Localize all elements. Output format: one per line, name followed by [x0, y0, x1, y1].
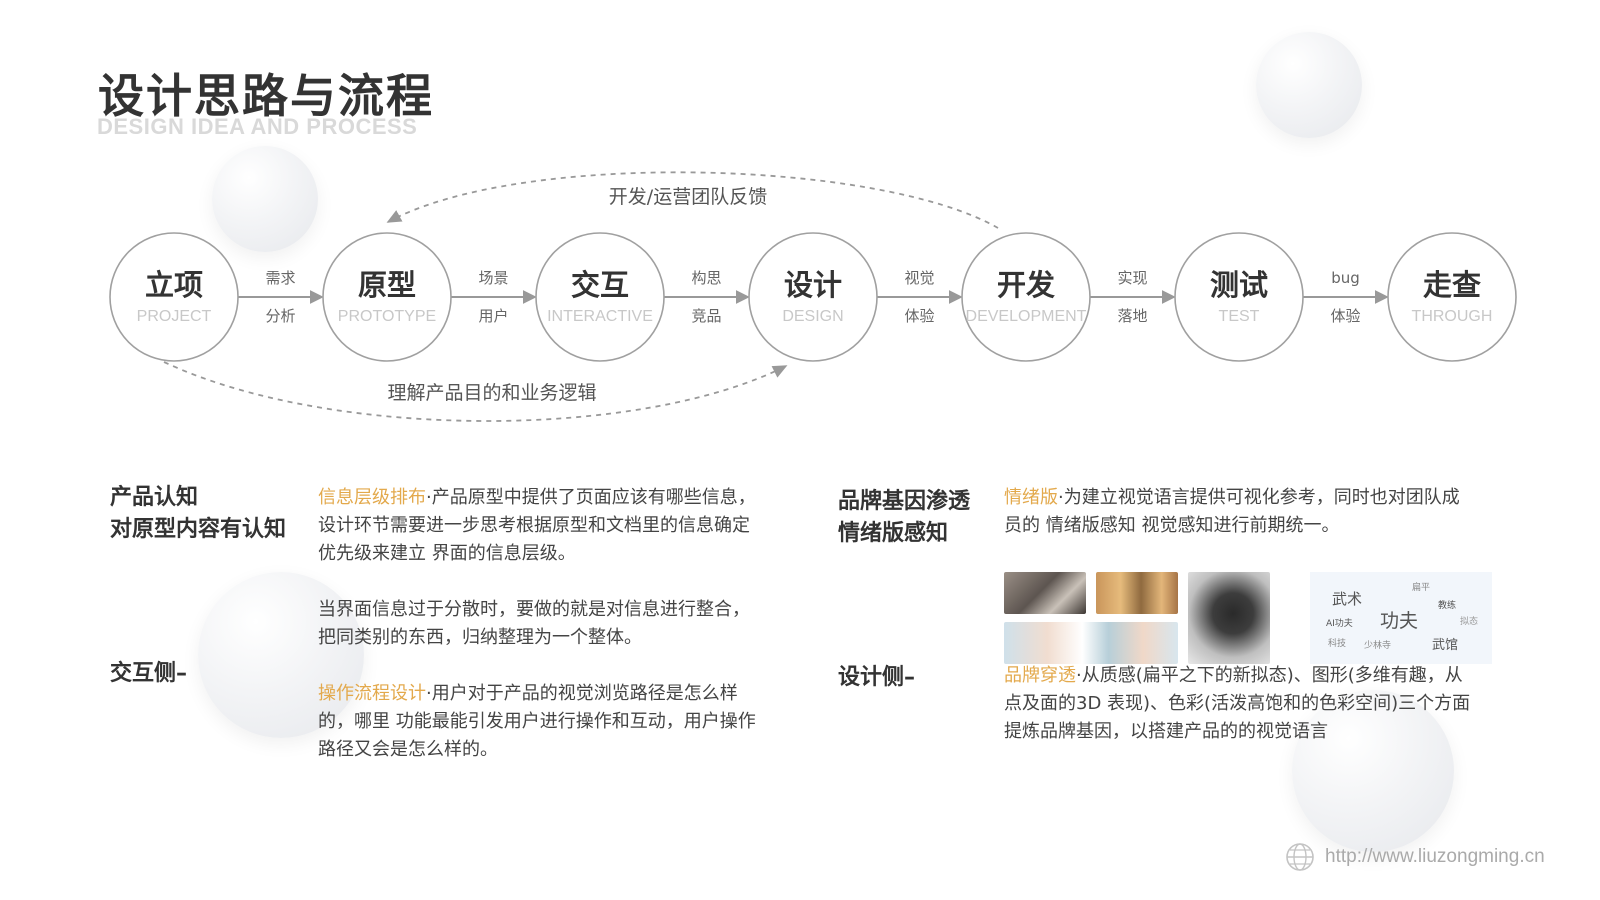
brand-heading: 品牌基因渗透 情绪版感知: [838, 486, 970, 550]
moodboard-paragraph: 情绪版·为建立视觉语言提供可视化参考，同时也对团队成员的 情绪版感知 视觉感知进…: [1004, 484, 1474, 540]
process-arrow-label-bottom: 分析: [265, 307, 295, 325]
process-arrow-label-bottom: 体验: [904, 307, 934, 325]
left-body: 信息层级排布·产品原型中提供了页面应该有哪些信息，设计环节需要进一步思考根据原型…: [318, 484, 756, 792]
info-hierarchy-highlight: 信息层级排布: [318, 487, 426, 508]
process-node-label: 开发: [997, 268, 1055, 302]
moodboard-photo-1: [1004, 572, 1086, 614]
moodboard-photo-4: [1188, 572, 1270, 664]
process-node: 原型 PROTOTYPE: [323, 233, 451, 361]
moodboard-photo-2: [1096, 572, 1178, 614]
process-arrow-label-bottom: 落地: [1117, 307, 1147, 325]
moodboard-photo-3: [1004, 622, 1178, 664]
process-node: 设计 DESIGN: [749, 233, 877, 361]
process-node-english-label: DEVELOPMENT: [966, 308, 1087, 325]
process-node: 走查 THROUGH: [1388, 233, 1516, 361]
process-arrow-label-top: bug: [1331, 269, 1360, 287]
process-node-label: 交互: [571, 268, 629, 302]
process-node-english-label: THROUGH: [1412, 308, 1493, 325]
moodboard-highlight: 情绪版: [1004, 487, 1058, 508]
brand-heading-line1: 品牌基因渗透: [838, 486, 970, 518]
footer-link[interactable]: http://www.liuzongming.cn: [1285, 842, 1545, 872]
cognition-heading-line2: 对原型内容有认知: [110, 514, 286, 546]
process-node-english-label: PROTOTYPE: [338, 308, 436, 325]
process-node: 交互 INTERACTIVE: [536, 233, 664, 361]
moodboard-wordcloud: 武术 扁平 教练 AI功夫 功夫 拟态 科技 少林寺 武馆: [1310, 572, 1492, 664]
cognition-heading: 产品认知 对原型内容有认知: [110, 482, 286, 546]
process-node-label: 立项: [145, 268, 203, 302]
wordcloud-word: 武馆: [1432, 634, 1458, 653]
brand-heading-line2: 情绪版感知: [838, 518, 970, 550]
wordcloud-word: 武术: [1332, 588, 1362, 609]
process-node-english-label: INTERACTIVE: [547, 308, 653, 325]
brand-penetration-highlight: 品牌穿透: [1004, 665, 1076, 686]
wordcloud-word: 科技: [1328, 636, 1346, 649]
operation-flow-highlight: 操作流程设计: [318, 683, 426, 704]
feedback-label-bottom: 理解产品目的和业务逻辑: [387, 382, 596, 404]
process-arrow-label-bottom: 用户: [478, 307, 508, 325]
process-arrow-label-bottom: 竞品: [691, 307, 721, 325]
process-arrow-label-top: 场景: [478, 269, 508, 287]
design-heading: 设计侧–: [838, 662, 915, 694]
process-node-label: 设计: [784, 268, 842, 302]
process-node-label: 走查: [1423, 268, 1481, 302]
process-arrow-label-bottom: 体验: [1330, 307, 1360, 325]
process-node-label: 原型: [358, 268, 416, 302]
footer-url: http://www.liuzongming.cn: [1325, 846, 1545, 868]
process-arrow-label-top: 需求: [265, 269, 295, 287]
integration-paragraph: 当界面信息过于分散时，要做的就是对信息进行整合，把同类别的东西，归纳整理为一个整…: [318, 596, 756, 652]
wordcloud-word: 教练: [1438, 598, 1456, 611]
process-node-english-label: TEST: [1219, 308, 1260, 325]
wordcloud-word: 少林寺: [1364, 638, 1391, 651]
operation-flow-paragraph: 操作流程设计·用户对于产品的视觉浏览路径是怎么样的，哪里 功能最能引发用户进行操…: [318, 680, 756, 764]
process-node: 立项 PROJECT: [110, 233, 238, 361]
wordcloud-word: 功夫: [1380, 606, 1418, 633]
moodboard-text: ·为建立视觉语言提供可视化参考，同时也对团队成员的 情绪版感知 视觉感知进行前期…: [1004, 487, 1460, 536]
feedback-label-top: 开发/运营团队反馈: [609, 186, 767, 208]
wordcloud-word: 扁平: [1412, 580, 1430, 593]
process-arrow-label-top: 实现: [1117, 269, 1147, 287]
cognition-heading-line1: 产品认知: [110, 482, 286, 514]
wordcloud-word: AI功夫: [1326, 616, 1353, 629]
wordcloud-word: 拟态: [1460, 614, 1478, 627]
process-node-label: 测试: [1210, 268, 1268, 302]
process-node: 开发 DEVELOPMENT: [962, 233, 1090, 361]
process-arrow-label-top: 视觉: [904, 269, 934, 287]
brand-penetration-paragraph: 品牌穿透·从质感(扁平之下的新拟态)、图形(多维有趣，从 点及面的3D 表现)、…: [1004, 662, 1478, 746]
globe-icon: [1285, 842, 1315, 872]
info-hierarchy-paragraph: 信息层级排布·产品原型中提供了页面应该有哪些信息，设计环节需要进一步思考根据原型…: [318, 484, 756, 568]
process-node-english-label: DESIGN: [782, 308, 843, 325]
interaction-heading: 交互侧–: [110, 658, 187, 690]
process-arrow-label-top: 构思: [691, 269, 721, 287]
process-node-english-label: PROJECT: [137, 308, 212, 325]
process-node: 测试 TEST: [1175, 233, 1303, 361]
